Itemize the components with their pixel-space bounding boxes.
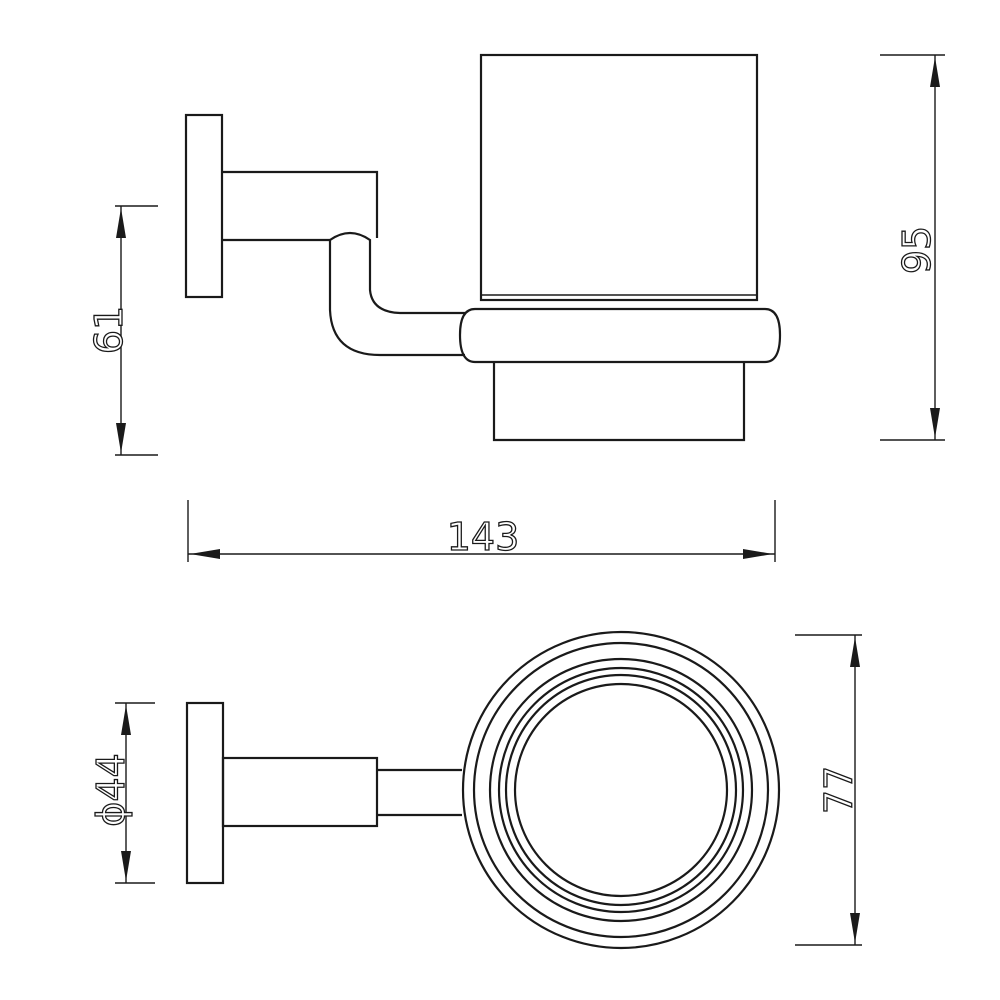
ring-4 [497, 666, 745, 914]
cup-lower [492, 362, 746, 442]
dimension-diameter-44-label: ϕ44 [89, 753, 133, 826]
bend-inner [329, 231, 465, 315]
plan-view [185, 630, 781, 950]
dimension-diameter-44: ϕ44 [88, 702, 155, 884]
ring-3 [488, 657, 754, 923]
ring-side [458, 307, 782, 364]
side-elevation [184, 53, 782, 442]
dimension-77-label: 77 [817, 766, 861, 814]
cup-upper [479, 53, 759, 302]
bend-outer [328, 240, 465, 357]
arm-plan [221, 756, 379, 828]
ring-outer [461, 630, 781, 950]
ring-5 [504, 673, 738, 907]
dimension-61: 61 [86, 205, 158, 456]
wall-plate-plan [185, 701, 225, 885]
rod-plan [377, 768, 462, 817]
ring-inner [513, 682, 729, 898]
dimension-95-label: 95 [895, 226, 939, 274]
arm-side [222, 170, 379, 242]
ring-2 [472, 641, 770, 939]
dimension-61-label: 61 [87, 306, 131, 354]
dimension-95: 95 [880, 54, 945, 441]
dimension-143: 143 [187, 500, 776, 562]
dimension-77: 77 [795, 634, 862, 946]
dimension-143-label: 143 [447, 515, 520, 559]
wall-plate-side [184, 113, 224, 299]
